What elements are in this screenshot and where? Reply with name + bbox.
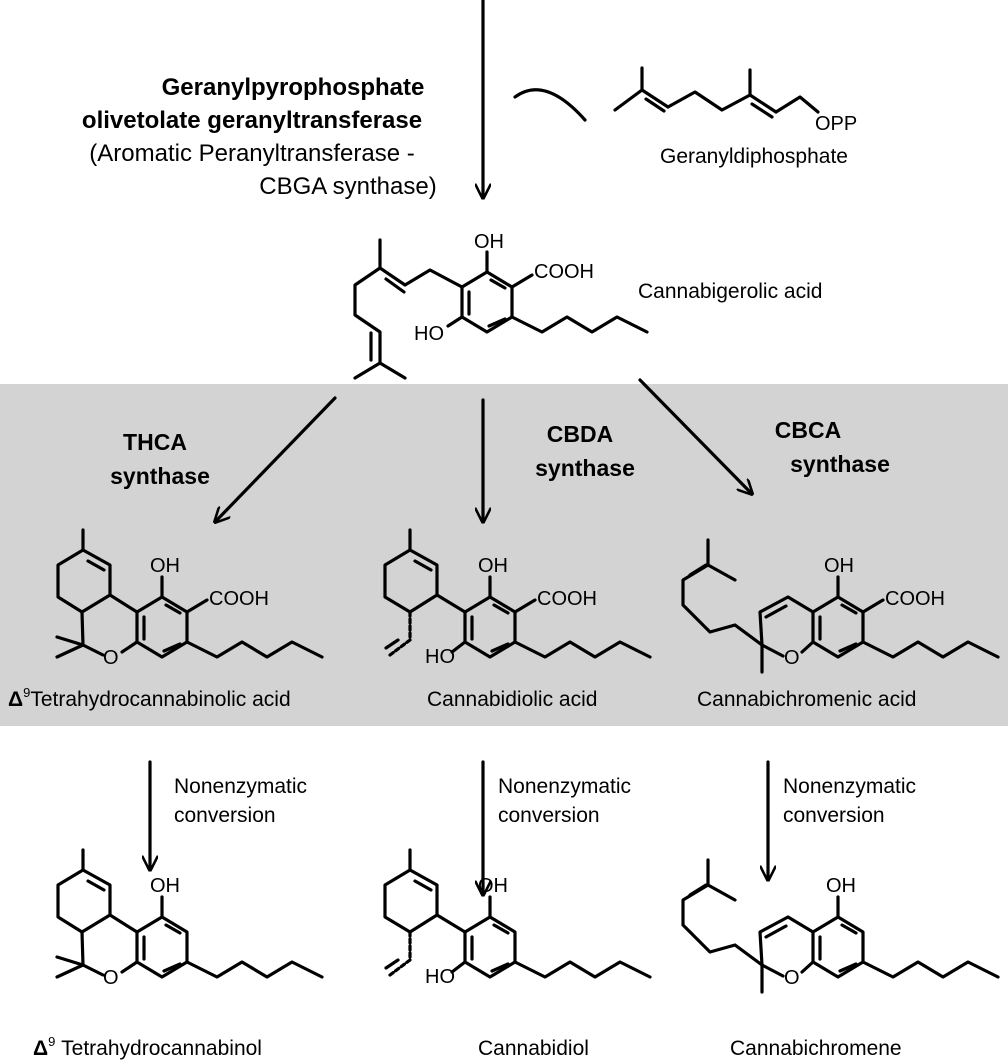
oh-label: OH [478, 875, 508, 897]
cbca-label: Cannabichromenic acid [697, 688, 916, 711]
conversion-label-line1: Nonenzymatic [498, 775, 631, 798]
conversion-labels: Nonenzymatic conversion Nonenzymatic con… [174, 775, 916, 827]
thca-label: Δ9Tetrahydrocannabinolic acid [8, 685, 291, 711]
enzyme-labels: THCA synthase CBDA synthase CBCA synthas… [110, 417, 890, 489]
conversion-label-line2: conversion [783, 804, 885, 827]
cannabigerolic-acid-label: Cannabigerolic acid [638, 280, 822, 303]
oh-label: OH [150, 555, 180, 577]
ho-label: HO [414, 323, 444, 345]
cooh-label: COOH [534, 261, 594, 283]
cbc-structure [681, 858, 1000, 994]
thca-synthase-line2: synthase [110, 463, 210, 489]
cbc-label: Cannabichromene [730, 1037, 902, 1060]
thca-structure [55, 528, 324, 659]
oh-label: OH [478, 555, 508, 577]
cooh-label: COOH [537, 588, 597, 610]
cbd-label: Cannabidiol [478, 1037, 589, 1060]
cbca-synthase-line2: synthase [790, 451, 890, 477]
enzyme-top-line2: olivetolate geranyltransferase [82, 107, 422, 134]
thc-structure [55, 848, 324, 979]
conversion-label-line1: Nonenzymatic [783, 775, 916, 798]
acid-labels: Δ9Tetrahydrocannabinolic acid Cannabidio… [8, 685, 916, 711]
cbda-synthase-line1: CBDA [547, 421, 613, 447]
o-label: O [784, 967, 800, 989]
product-labels: Δ9 Tetrahydrocannabinol Cannabidiol Cann… [33, 1034, 902, 1060]
arrow-to-thca [215, 396, 337, 522]
oh-label: OH [826, 875, 856, 897]
o-label: O [784, 647, 800, 669]
ho-label: HO [425, 646, 455, 668]
cooh-label: COOH [885, 588, 945, 610]
substrate-curve-arrow [513, 88, 587, 122]
cannabigerolic-acid-structure: OH COOH HO [353, 231, 649, 380]
enzymatic-band [0, 384, 1008, 726]
cbca-structure [681, 538, 1000, 674]
ho-label: HO [425, 966, 455, 988]
o-label: O [103, 647, 119, 669]
atom-labels: OH COOH O OH COOH HO OH COOH O OH O OH H… [103, 555, 945, 989]
conversion-label-line2: conversion [174, 804, 276, 827]
enzyme-top-label: Geranylpyrophosphate olivetolate geranyl… [82, 74, 437, 200]
oh-label: OH [824, 555, 854, 577]
thca-synthase-line1: THCA [123, 429, 187, 455]
enzyme-top-line3: (Aromatic Peranyltransferase - [89, 140, 414, 167]
enzyme-top-line4: CBGA synthase) [259, 173, 436, 200]
o-label: O [103, 967, 119, 989]
enzyme-top-line1: Geranylpyrophosphate [162, 74, 425, 101]
oh-label: OH [150, 875, 180, 897]
arrow-to-cbca [638, 378, 752, 494]
geranyldiphosphate-label: Geranyldiphosphate [660, 145, 848, 168]
cbda-structure [383, 528, 652, 659]
thc-label: Δ9 Tetrahydrocannabinol [33, 1034, 262, 1060]
geranyldiphosphate-structure: OPP [613, 66, 857, 135]
cbca-synthase-line1: CBCA [775, 417, 841, 443]
cbda-label: Cannabidiolic acid [427, 688, 597, 711]
opp-group: OPP [815, 113, 857, 135]
conversion-label-line2: conversion [498, 804, 600, 827]
cbda-synthase-line2: synthase [535, 455, 635, 481]
cooh-label: COOH [209, 588, 269, 610]
cbd-structure [383, 848, 652, 979]
oh-label: OH [474, 231, 504, 253]
conversion-label-line1: Nonenzymatic [174, 775, 307, 798]
